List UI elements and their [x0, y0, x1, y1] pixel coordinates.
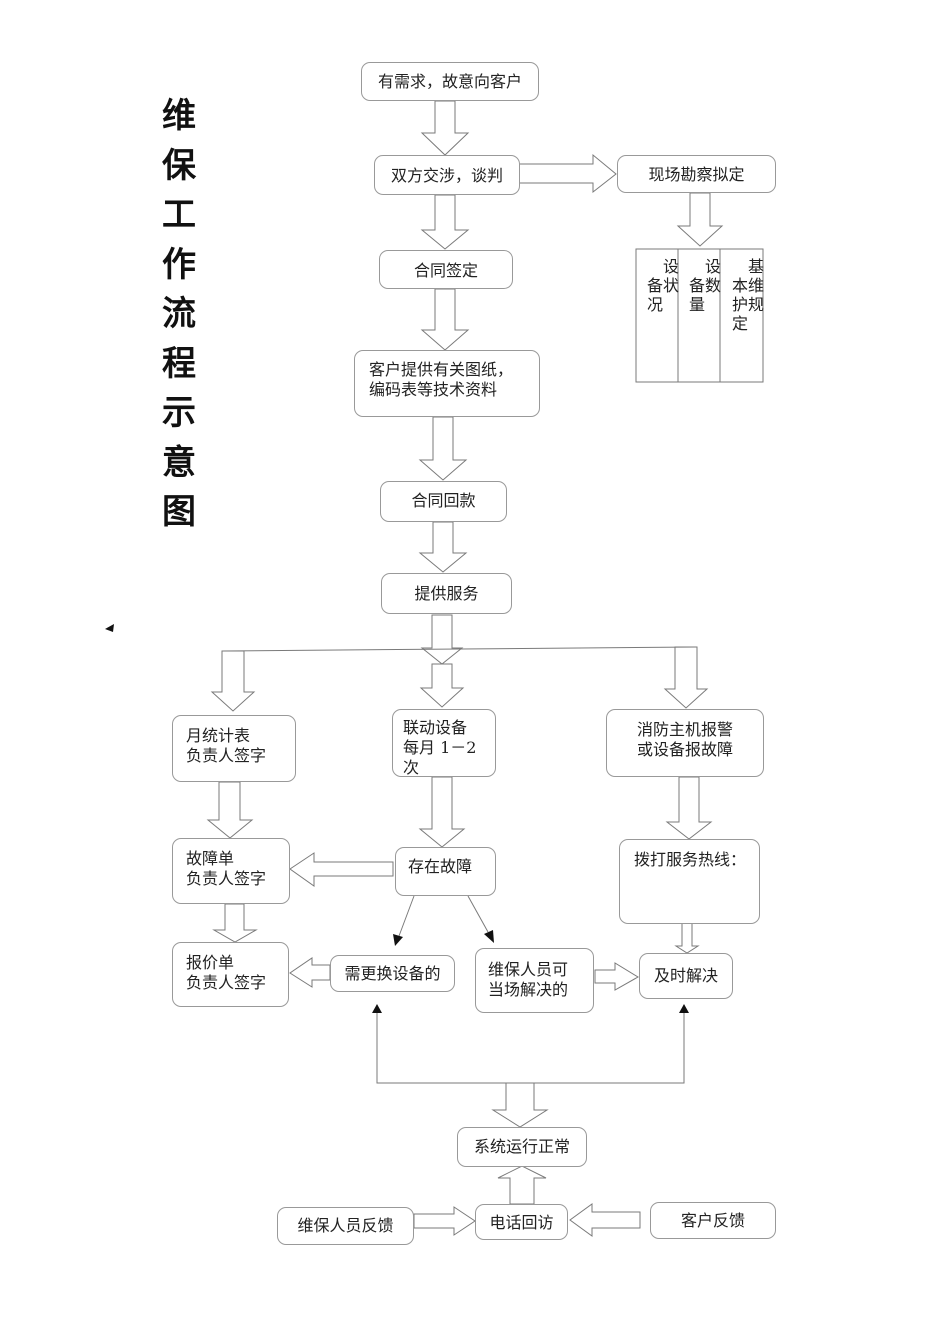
split-line-right [467, 895, 489, 933]
node-resolve: 及时解决 [639, 953, 733, 999]
arrow-customer-to-phone [569, 1203, 641, 1237]
arrowhead-to-resolve [679, 1004, 689, 1013]
split-line-left [398, 895, 415, 937]
node-linkage: 联动设备 每月 1－2 次 [392, 709, 496, 777]
node-survey: 现场勘察拟定 [617, 155, 776, 193]
arrow-faultform-to-quote [212, 903, 258, 943]
survey-col-1: 设备状况 [647, 257, 680, 314]
arrow-fault-to-faultform [289, 852, 394, 887]
arrow-survey-to-table [676, 192, 724, 247]
survey-col-3: 基本维护规定 [732, 257, 765, 333]
node-replace: 需更换设备的 [330, 955, 455, 992]
node-staff-feedback: 维保人员反馈 [277, 1207, 414, 1245]
node-negotiate: 双方交涉，谈判 [374, 155, 520, 195]
arrow-monthly-to-faultform [206, 781, 254, 839]
arrow-docs-to-payment [418, 416, 468, 481]
branch-line [221, 646, 698, 652]
arrow-hotline-to-resolve [674, 922, 700, 954]
arrow-to-alarm [663, 646, 709, 709]
arrowhead-right-split [484, 930, 494, 943]
node-has-fault: 存在故障 [395, 847, 496, 896]
node-contract: 合同签定 [379, 250, 513, 289]
survey-table [635, 248, 764, 383]
arrow-to-monthly [210, 650, 256, 712]
stray-marker [105, 624, 114, 632]
arrow-linkage-down [419, 663, 465, 708]
node-payment: 合同回款 [380, 481, 507, 522]
arrow-onsite-to-resolve [594, 962, 639, 991]
arrowhead-to-replace [372, 1004, 382, 1013]
node-monthly: 月统计表 负责人签字 [172, 715, 296, 782]
arrow-replace-to-quote [289, 957, 331, 988]
page-title: 维保工作流程示意图 [162, 96, 196, 532]
arrow-linkage-to-fault [418, 776, 466, 848]
node-quote: 报价单 负责人签字 [172, 942, 289, 1007]
node-phone-visit: 电话回访 [475, 1204, 568, 1240]
arrow-join-to-normal [491, 1082, 549, 1128]
node-hotline: 拨打服务热线： [619, 839, 760, 924]
arrow-staff-to-phone [413, 1206, 476, 1236]
node-fault-form: 故障单 负责人签字 [172, 838, 290, 904]
arrow-phone-to-normal [497, 1165, 547, 1205]
node-onsite: 维保人员可 当场解决的 [475, 948, 594, 1013]
node-customer-feedback: 客户反馈 [650, 1202, 776, 1239]
survey-col-2: 设备数量 [689, 257, 722, 314]
node-normal: 系统运行正常 [457, 1127, 587, 1167]
arrow-contract-to-docs [420, 288, 470, 351]
arrowhead-left-split [393, 934, 403, 946]
arrow-intent-to-negotiate [420, 100, 470, 156]
arrow-service-to-linkage [420, 614, 464, 665]
join-connector [376, 1013, 685, 1084]
node-service: 提供服务 [381, 573, 512, 614]
arrow-alarm-to-hotline [665, 776, 713, 840]
node-docs: 客户提供有关图纸， 编码表等技术资料 [354, 350, 540, 417]
arrow-negotiate-to-survey [518, 153, 617, 194]
node-alarm: 消防主机报警 或设备报故障 [606, 709, 764, 777]
arrow-negotiate-to-contract [420, 194, 470, 250]
arrow-payment-to-service [418, 521, 468, 573]
node-intent: 有需求，故意向客户 [361, 62, 539, 101]
